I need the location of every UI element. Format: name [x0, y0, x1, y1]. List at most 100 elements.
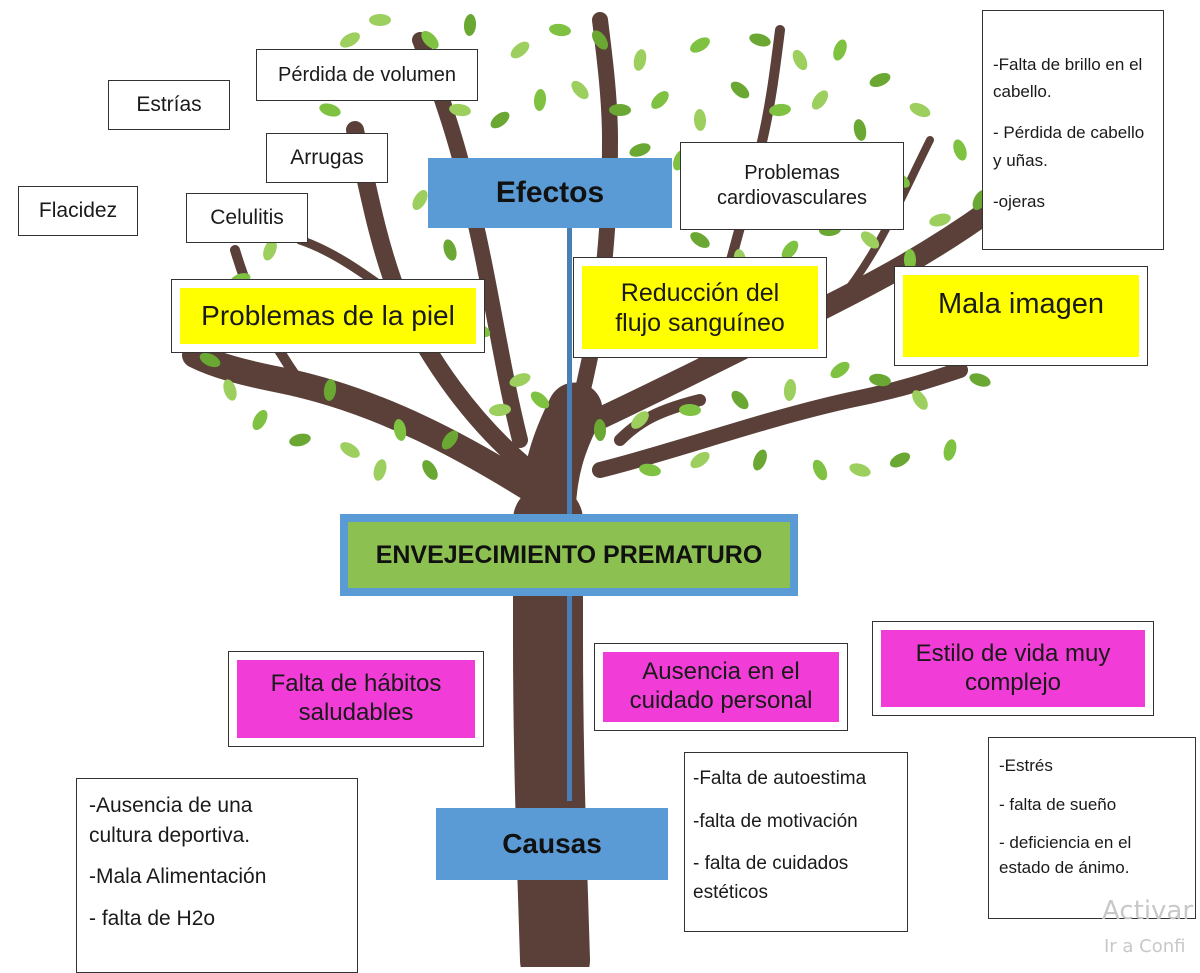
leaf-shape [422, 460, 438, 480]
leaf-shape [749, 33, 771, 47]
lifestyle-items-list: -Estrés - falta de sueño - deficiencia e… [988, 737, 1196, 919]
leaf-shape [412, 190, 428, 210]
leaf-shape [889, 452, 911, 468]
personal-care-item: -Falta de autoestima [693, 768, 867, 789]
leaf-shape [421, 30, 439, 50]
leaf-shape [441, 430, 459, 450]
leaf-shape [289, 433, 311, 447]
cause-personal-care-label: Ausencia en el cuidado personal [603, 652, 839, 722]
leaf-shape [969, 373, 991, 387]
leaf-shape [651, 91, 669, 109]
leaf-shape [783, 379, 797, 401]
lifestyle-item: - falta de sueño [999, 794, 1117, 814]
cause-healthy-habits: Falta de hábitos saludables [228, 651, 484, 747]
cause-lifestyle: Estilo de vida muy complejo [872, 621, 1154, 716]
leaf-shape [530, 391, 550, 409]
leaf-shape [953, 139, 967, 161]
leaf-shape [323, 379, 337, 401]
leaf-shape [571, 80, 589, 100]
leaf-shape [549, 23, 571, 37]
cause-personal-care: Ausencia en el cuidado personal [594, 643, 848, 731]
leaf-shape [679, 403, 701, 417]
leaf-shape [629, 143, 651, 157]
leaf-shape [943, 439, 957, 461]
watermark-line-2: Ir a Confi [1104, 936, 1186, 957]
connector-line [567, 216, 572, 801]
leaf-shape [340, 32, 360, 48]
image-items-list: -Falta de brillo en el cabello. - Pérdid… [982, 10, 1164, 250]
personal-care-item: - falta de cuidados estéticos [693, 853, 849, 903]
effect-skin-problems-label: Problemas de la piel [180, 288, 476, 344]
effect-bad-image: Mala imagen [894, 266, 1148, 366]
leaf-shape [319, 103, 341, 117]
lifestyle-item: -Estrés [999, 756, 1053, 775]
leaf-shape [781, 240, 799, 260]
habits-item: -Ausencia de una cultura deportiva. [89, 794, 253, 848]
leaf-shape [869, 73, 891, 87]
leaf-shape [690, 451, 710, 469]
cardiovascular-box: Problemas cardiovasculares [680, 142, 904, 230]
leaf-shape [393, 419, 407, 441]
watermark-line-1: Activar [1102, 896, 1194, 926]
cause-healthy-habits-label: Falta de hábitos saludables [237, 660, 475, 738]
leaf-shape [730, 81, 750, 99]
habits-items-list: -Ausencia de una cultura deportiva. -Mal… [76, 778, 358, 973]
leaf-shape [731, 390, 749, 410]
skin-item-volumen: Pérdida de volumen [256, 49, 478, 101]
leaf-shape [690, 232, 710, 248]
leaf-shape [639, 463, 661, 477]
skin-item-arrugas: Arrugas [266, 133, 388, 183]
leaf-shape [909, 102, 931, 118]
leaf-shape [252, 409, 268, 431]
leaf-shape [812, 459, 828, 481]
leaf-shape [693, 109, 707, 131]
cause-lifestyle-label: Estilo de vida muy complejo [881, 630, 1145, 707]
leaf-shape [373, 459, 387, 481]
leaf-shape [830, 361, 850, 379]
leaf-shape [510, 41, 530, 59]
leaf-shape [609, 103, 631, 117]
skin-item-flacidez: Flacidez [18, 186, 138, 236]
leaf-shape [593, 419, 607, 441]
leaf-shape [533, 89, 547, 111]
image-item: -Falta de brillo en el cabello. [993, 55, 1143, 102]
leaf-shape [633, 49, 647, 71]
image-item: -ojeras [993, 191, 1045, 211]
leaf-shape [340, 442, 360, 458]
leaf-shape [811, 90, 829, 110]
leaf-shape [869, 373, 891, 387]
skin-item-celulitis: Celulitis [186, 193, 308, 243]
leaf-shape [849, 463, 871, 477]
leaf-shape [690, 37, 710, 53]
leaf-shape [853, 119, 867, 141]
leaf-shape [592, 30, 608, 50]
cardio-line-1: Problemas [744, 162, 840, 184]
effect-blood-flow: Reducción del flujo sanguíneo [573, 257, 827, 358]
leaf-shape [860, 231, 880, 249]
effect-skin-problems: Problemas de la piel [171, 279, 485, 353]
personal-care-items-list: -Falta de autoestima -falta de motivació… [684, 752, 908, 932]
center-box: ENVEJECIMIENTO PREMATURO [340, 514, 798, 596]
leaf-shape [929, 213, 951, 227]
cardio-line-2: cardiovasculares [716, 187, 868, 209]
leaf-shape [631, 411, 649, 429]
leaf-shape [443, 239, 457, 261]
leaf-shape [769, 103, 791, 117]
habits-item: -Mala Alimentación [89, 864, 267, 888]
leaf-shape [903, 249, 917, 271]
leaf-shape [792, 49, 808, 71]
leaf-shape [199, 352, 221, 368]
leaf-shape [369, 14, 391, 26]
leaf-shape [223, 379, 237, 401]
habits-item: - falta de H2o [89, 907, 216, 931]
leaf-shape [912, 390, 928, 410]
lifestyle-item: - deficiencia en el estado de ánimo. [999, 833, 1132, 877]
leaf-shape [489, 403, 511, 417]
leaf-shape [463, 14, 477, 36]
effect-bad-image-label: Mala imagen [903, 275, 1139, 357]
leaf-shape [753, 449, 767, 471]
personal-care-item: -falta de motivación [693, 810, 858, 832]
center-label: ENVEJECIMIENTO PREMATURO [348, 522, 790, 588]
leaf-shape [449, 103, 471, 117]
